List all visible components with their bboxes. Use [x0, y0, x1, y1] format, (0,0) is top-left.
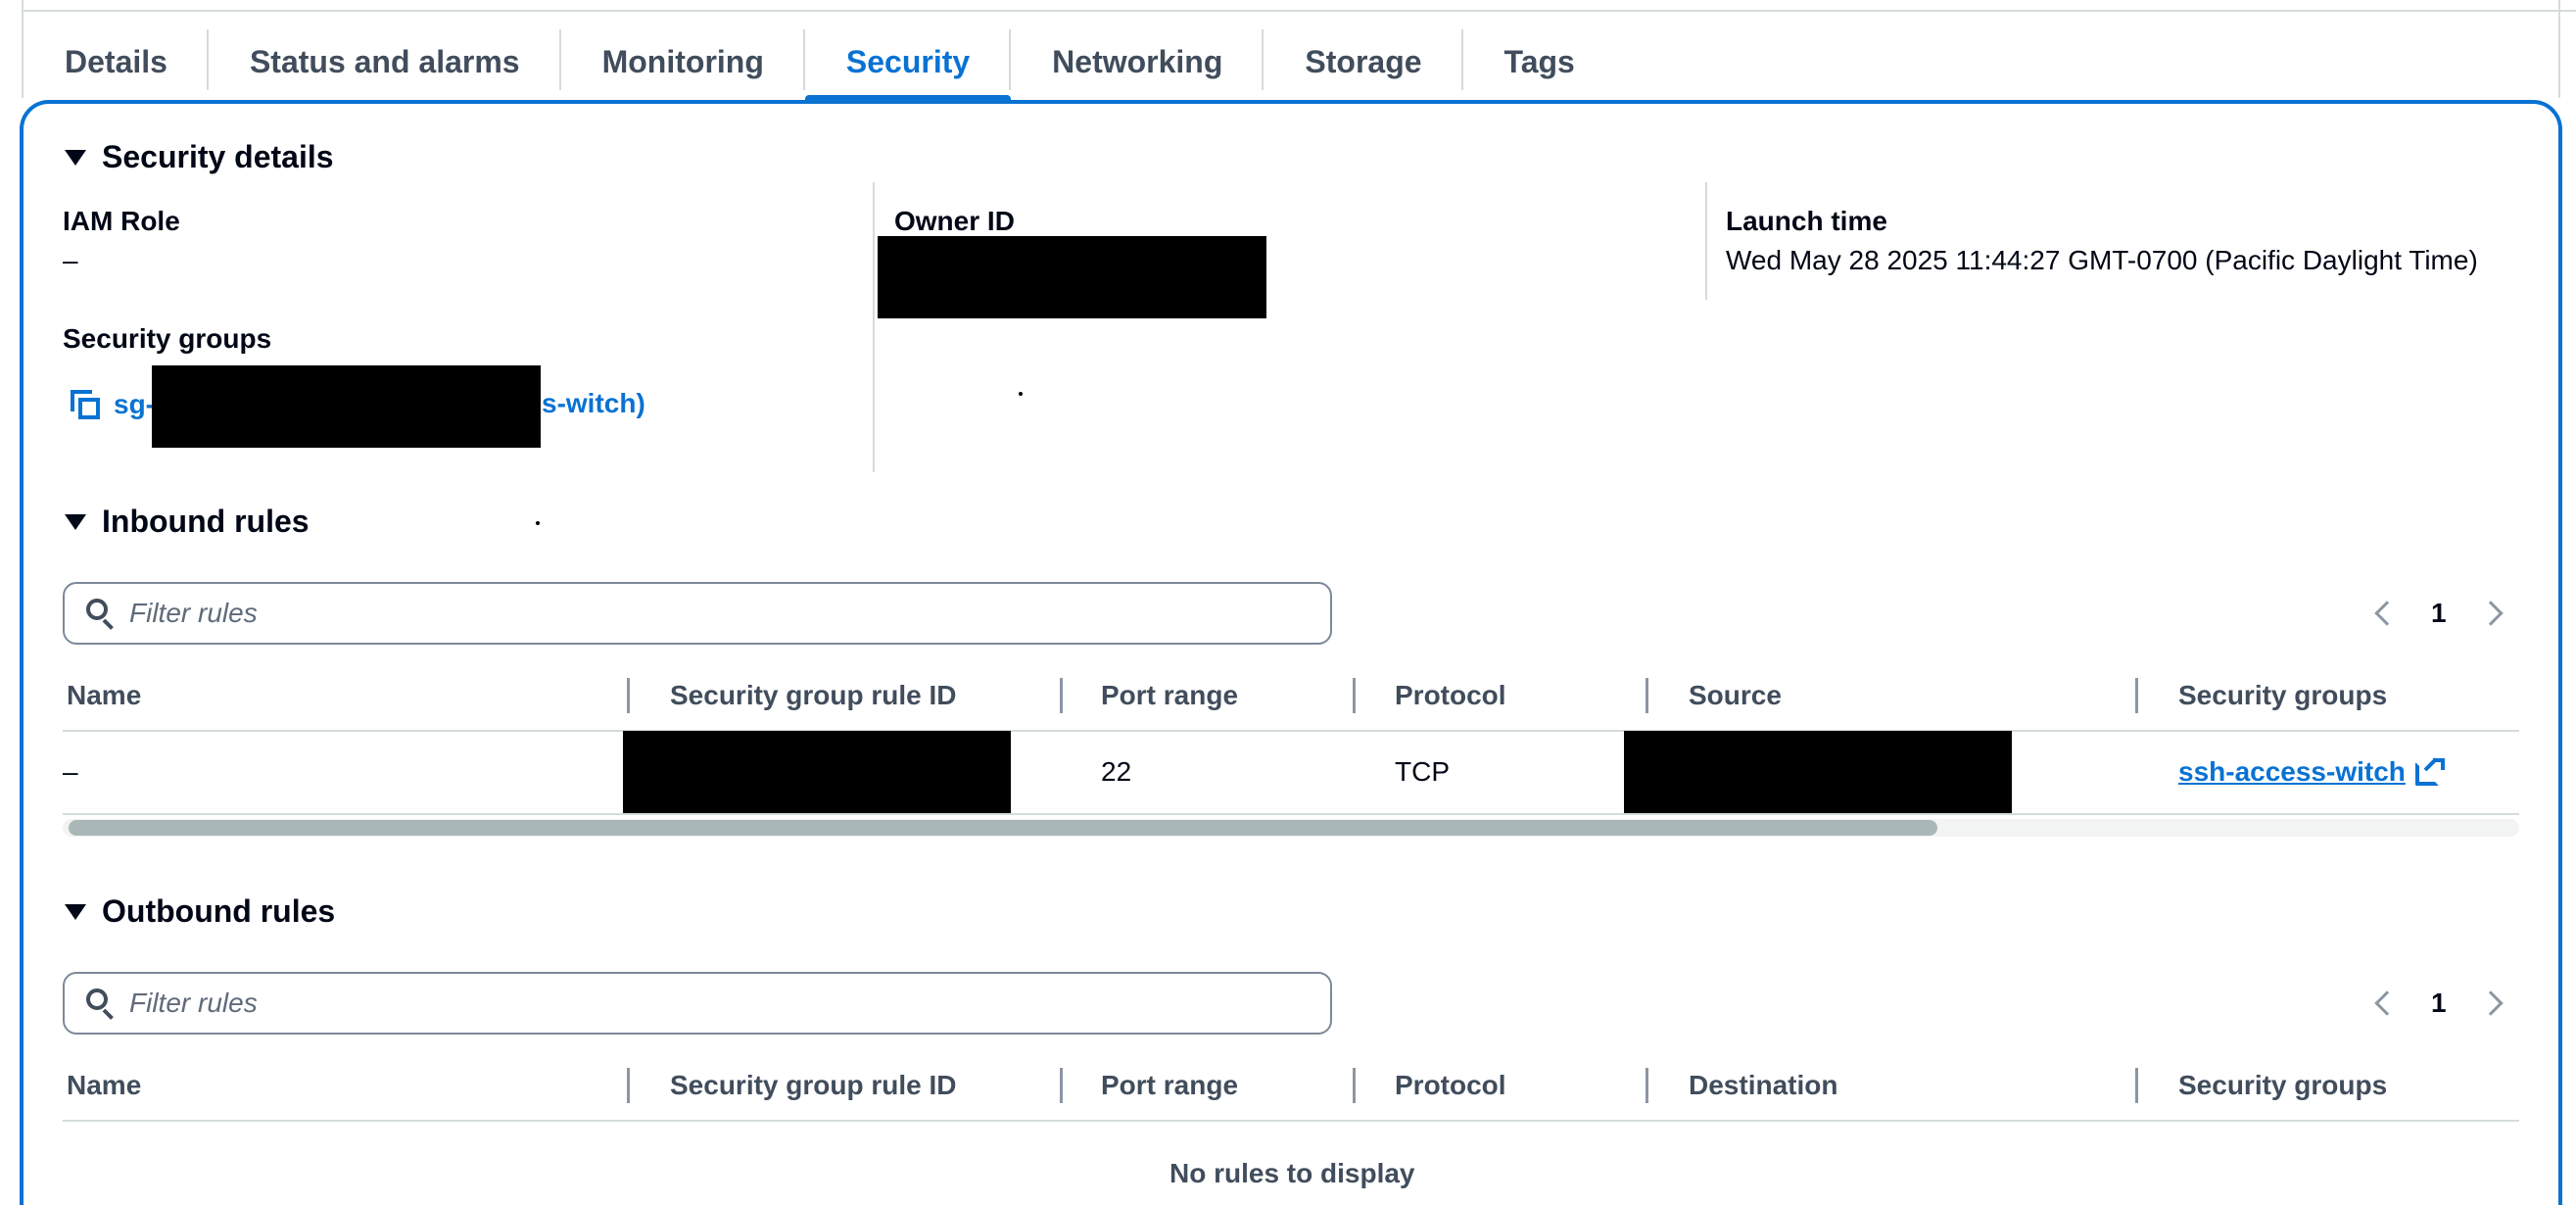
caret-down-icon — [65, 513, 86, 530]
column-resizer[interactable] — [1353, 678, 1356, 713]
column-resizer[interactable] — [1060, 678, 1063, 713]
copy-icon[interactable] — [69, 388, 102, 421]
column-header-name[interactable]: Name — [67, 680, 142, 710]
scrollbar-thumb[interactable] — [69, 820, 1937, 836]
security-details-title: Security details — [102, 139, 334, 174]
tab-networking[interactable]: Networking — [1011, 22, 1264, 102]
top-border — [22, 10, 2576, 12]
column-header-rule-id[interactable]: Security group rule ID — [670, 680, 957, 710]
column-resizer[interactable] — [1646, 678, 1648, 713]
tab-status-and-alarms[interactable]: Status and alarms — [209, 22, 561, 102]
column-header-protocol[interactable]: Protocol — [1395, 1070, 1506, 1100]
page-number[interactable]: 1 — [2431, 988, 2447, 1018]
stray-dot — [536, 521, 540, 525]
owner-id-redacted — [878, 236, 1266, 318]
container-right-edge — [2558, 0, 2560, 98]
outbound-filter-input[interactable] — [129, 988, 1305, 1019]
tab-label: Monitoring — [601, 43, 764, 79]
security-group-external-link[interactable]: ssh-access-witch — [2178, 756, 2445, 788]
outbound-rules-title: Outbound rules — [102, 893, 336, 929]
security-details-toggle[interactable]: Security details — [65, 139, 334, 175]
tab-label: Status and alarms — [249, 43, 520, 79]
page-number[interactable]: 1 — [2431, 598, 2447, 628]
column-header-name[interactable]: Name — [67, 1070, 142, 1100]
cell-protocol: TCP — [1395, 756, 1450, 787]
column-header-source[interactable]: Source — [1689, 680, 1782, 710]
tab-bar: Details Status and alarms Monitoring Sec… — [24, 22, 1616, 102]
column-resizer[interactable] — [627, 1068, 630, 1103]
column-resizer[interactable] — [627, 678, 630, 713]
column-header-security-groups[interactable]: Security groups — [2178, 1070, 2388, 1100]
iam-role-value: – — [63, 245, 78, 275]
sg-prefix: sg- — [114, 389, 155, 419]
column-header-security-groups[interactable]: Security groups — [2178, 680, 2388, 710]
source-redacted — [1624, 731, 2012, 813]
security-groups-label: Security groups — [63, 323, 272, 354]
chevron-right-icon[interactable] — [2477, 990, 2504, 1016]
security-group-redacted — [152, 365, 541, 448]
outbound-pagination: 1 — [2374, 988, 2504, 1019]
tab-storage[interactable]: Storage — [1264, 22, 1463, 102]
inbound-rules-title: Inbound rules — [102, 504, 310, 539]
tab-security[interactable]: Security — [804, 22, 1012, 102]
inbound-pagination: 1 — [2374, 598, 2504, 629]
tab-label: Networking — [1052, 43, 1223, 79]
cell-port-range: 22 — [1101, 756, 1132, 787]
column-resizer[interactable] — [1646, 1068, 1648, 1103]
search-icon — [86, 599, 116, 630]
security-group-suffix[interactable]: s-witch) — [542, 388, 645, 419]
tab-monitoring[interactable]: Monitoring — [561, 22, 805, 102]
empty-state-text: No rules to display — [1169, 1158, 1415, 1188]
column-resizer[interactable] — [1060, 1068, 1063, 1103]
column-header-protocol[interactable]: Protocol — [1395, 680, 1506, 710]
tab-label: Details — [65, 43, 167, 79]
rule-id-redacted — [623, 731, 1011, 813]
owner-id-label: Owner ID — [894, 206, 1015, 236]
stray-dot — [1019, 392, 1023, 396]
tab-details[interactable]: Details — [24, 22, 209, 102]
launch-time-label: Launch time — [1726, 206, 1887, 236]
inbound-rules-toggle[interactable]: Inbound rules — [65, 504, 310, 540]
security-panel — [20, 100, 2562, 1205]
chevron-left-icon[interactable] — [2374, 601, 2400, 626]
chevron-left-icon[interactable] — [2374, 990, 2400, 1016]
caret-down-icon — [65, 149, 86, 166]
sg-suffix: s-witch) — [542, 388, 645, 418]
security-group-link[interactable]: sg- — [69, 388, 155, 421]
column-header-port-range[interactable]: Port range — [1101, 1070, 1239, 1100]
caret-down-icon — [65, 903, 86, 920]
tab-label: Security — [845, 43, 971, 79]
header-divider — [63, 1120, 2519, 1122]
outbound-filter-field[interactable] — [63, 972, 1332, 1035]
tab-label: Storage — [1305, 43, 1422, 79]
column-divider — [1705, 182, 1707, 300]
chevron-right-icon[interactable] — [2477, 601, 2504, 626]
column-header-port-range[interactable]: Port range — [1101, 680, 1239, 710]
search-icon — [86, 988, 116, 1020]
column-resizer[interactable] — [1353, 1068, 1356, 1103]
header-divider — [63, 730, 2519, 732]
cell-security-group: ssh-access-witch — [2178, 756, 2406, 787]
column-header-destination[interactable]: Destination — [1689, 1070, 1838, 1100]
tab-tags[interactable]: Tags — [1463, 22, 1616, 102]
container-left-edge — [22, 0, 24, 98]
launch-time-value: Wed May 28 2025 11:44:27 GMT-0700 (Pacif… — [1726, 245, 2478, 275]
column-divider — [873, 182, 875, 472]
column-header-rule-id[interactable]: Security group rule ID — [670, 1070, 957, 1100]
cell-name: – — [63, 756, 78, 787]
tab-label: Tags — [1503, 43, 1575, 79]
inbound-filter-field[interactable] — [63, 582, 1332, 645]
external-link-icon — [2414, 757, 2445, 786]
column-resizer[interactable] — [2135, 1068, 2138, 1103]
inbound-filter-input[interactable] — [129, 598, 1305, 629]
outbound-rules-toggle[interactable]: Outbound rules — [65, 893, 335, 930]
row-divider — [63, 813, 2519, 815]
column-resizer[interactable] — [2135, 678, 2138, 713]
iam-role-label: IAM Role — [63, 206, 180, 236]
